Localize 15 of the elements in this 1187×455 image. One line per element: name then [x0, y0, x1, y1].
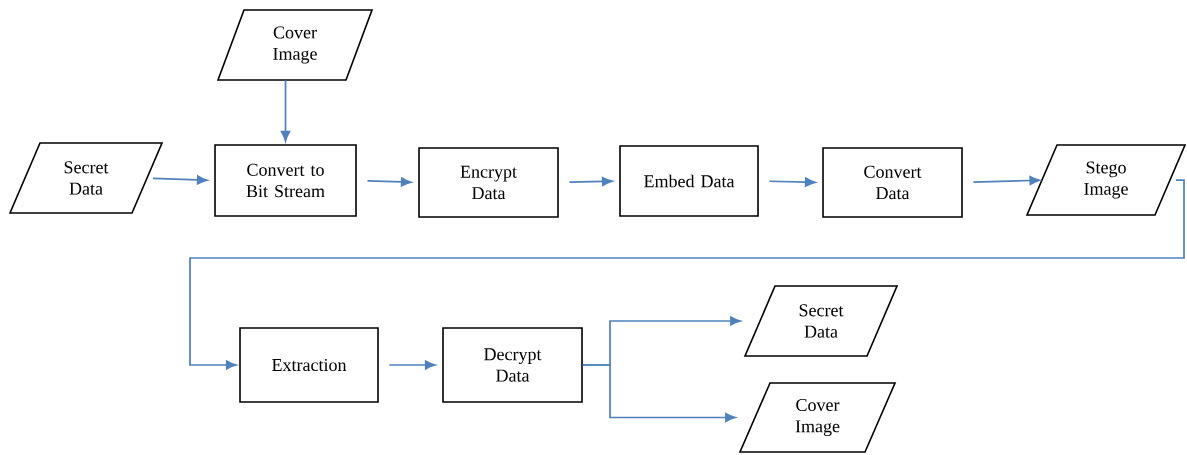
arrow — [972, 175, 1041, 186]
arrow — [388, 360, 436, 370]
arrow — [568, 176, 613, 187]
process-box: Encrypt Data — [418, 147, 559, 218]
arrow — [581, 364, 736, 423]
arrow — [189, 179, 1185, 370]
process-box: Decrypt Data — [442, 327, 583, 403]
process-box: Embed Data — [619, 145, 759, 217]
process-box: Convert to Bit Stream — [214, 144, 357, 217]
process-box: Extraction — [239, 327, 379, 403]
process-box: Convert Data — [822, 147, 963, 218]
arrow — [152, 175, 208, 185]
arrow — [366, 177, 412, 187]
arrow — [280, 79, 291, 142]
arrow — [768, 177, 816, 187]
